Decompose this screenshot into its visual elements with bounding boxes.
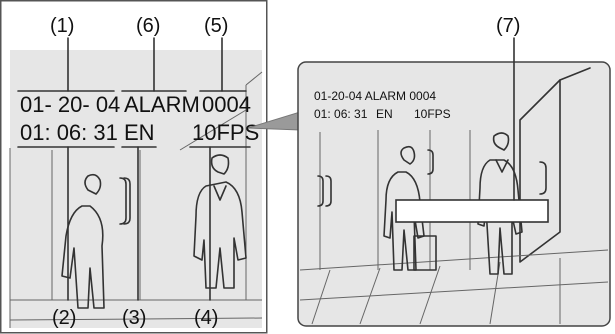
osd-time: 01: 06: 31	[20, 120, 118, 145]
callout-6: (6)	[136, 15, 160, 37]
text-box-7	[396, 200, 548, 222]
osd-event: ALARM	[124, 92, 200, 117]
small-osd-rate: 10FPS	[414, 107, 451, 121]
callout-1: (1)	[50, 15, 74, 37]
small-osd-line1: 01-20-04 ALARM 0004	[314, 89, 436, 103]
small-osd-mode: EN	[376, 107, 393, 121]
callout-5: (5)	[204, 15, 228, 37]
callout-2: (2)	[52, 307, 76, 329]
small-osd-time: 01: 06: 31	[314, 107, 368, 121]
callout-7: (7)	[496, 15, 520, 37]
callout-3: (3)	[122, 307, 146, 329]
osd-rate: 10FPS	[192, 120, 259, 145]
osd-date: 01- 20- 04	[20, 92, 120, 117]
left-panel: 01- 20- 04 01: 06: 31 ALARM EN 0004 10FP…	[1, 1, 267, 333]
osd-count: 0004	[202, 92, 251, 117]
right-panel: 01-20-04 ALARM 0004 01: 06: 31 EN 10FPS …	[298, 15, 610, 326]
osd-mode: EN	[124, 120, 155, 145]
callout-4: (4)	[194, 307, 218, 329]
